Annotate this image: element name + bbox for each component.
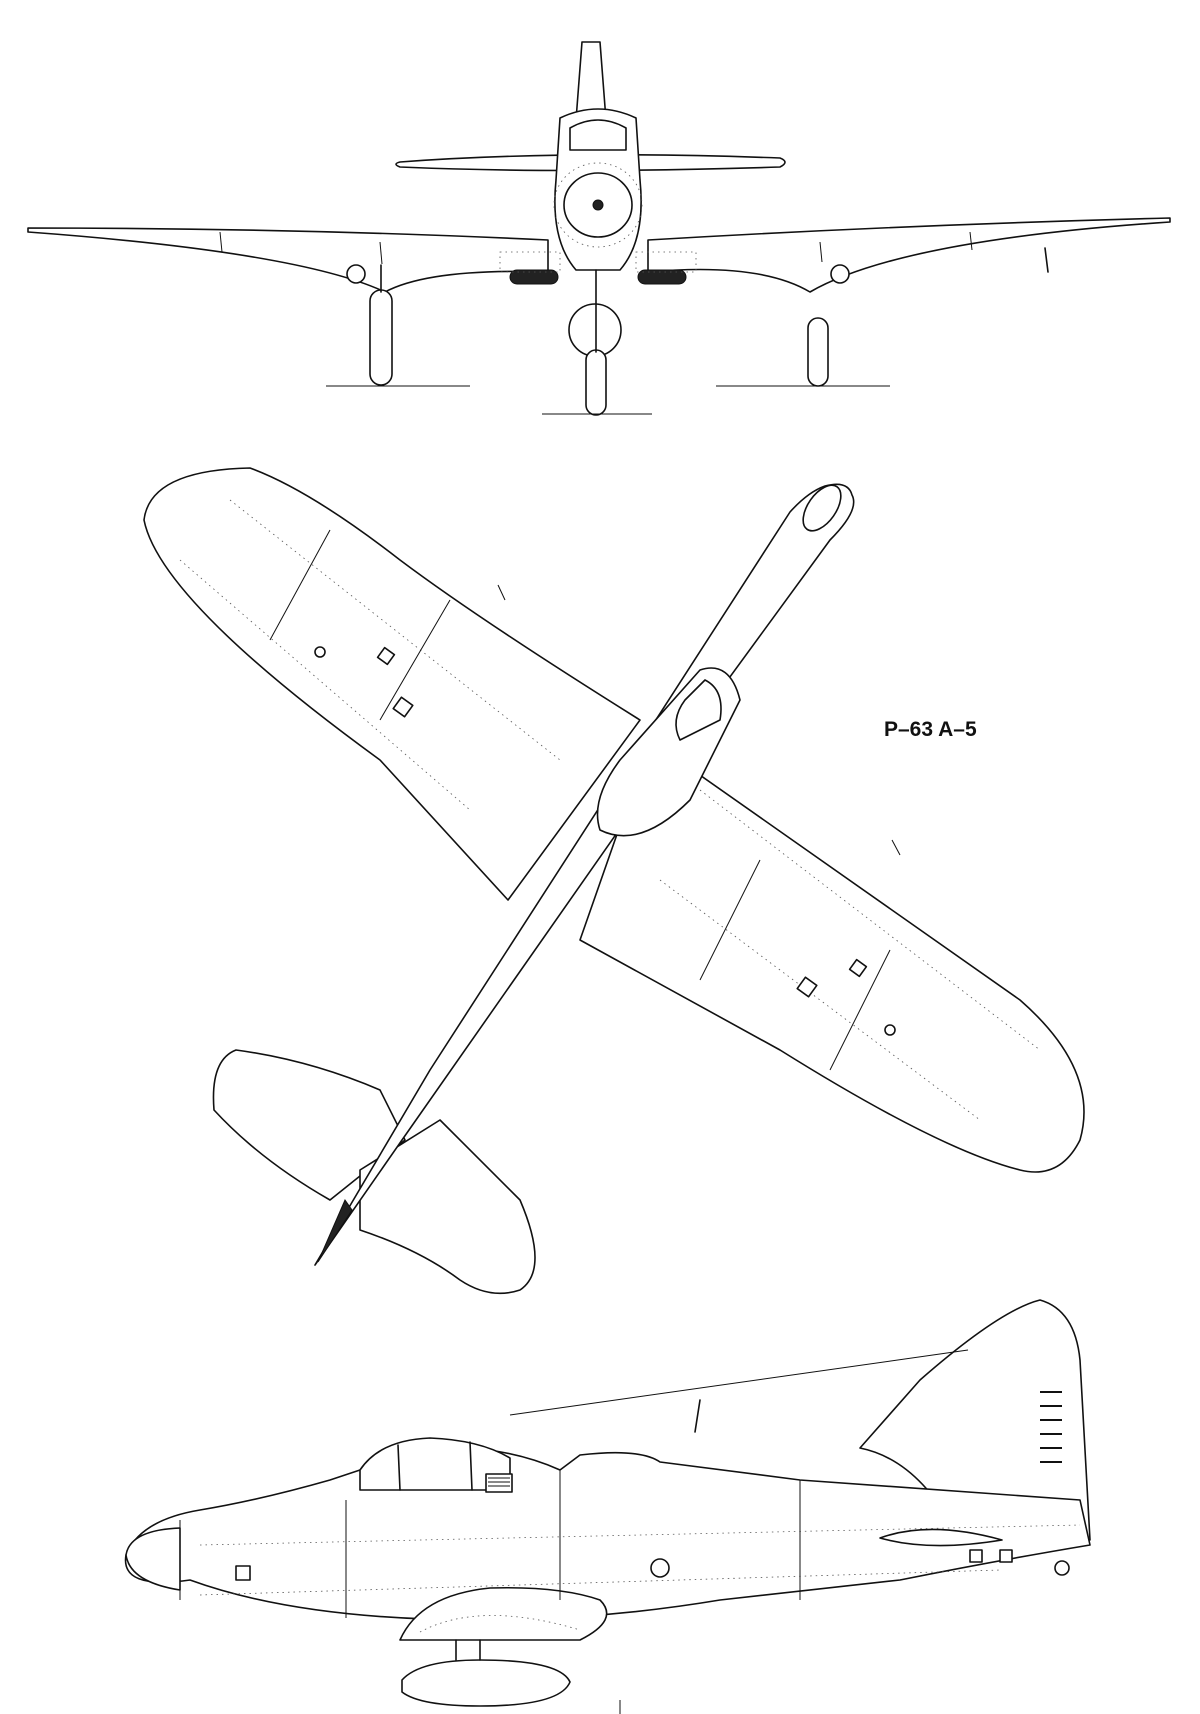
- right-intake: [637, 269, 687, 285]
- side-view: [124, 1299, 1091, 1714]
- propeller-hub: [592, 199, 604, 211]
- canopy-front: [569, 119, 627, 151]
- top-view: [143, 467, 1085, 1295]
- side-tailplane: [879, 1528, 1003, 1547]
- top-left-wing: [143, 467, 641, 901]
- antenna-wire: [509, 1349, 969, 1416]
- side-spinner: [125, 1527, 181, 1591]
- nose-wheel-door: [568, 303, 622, 357]
- right-main-wheel-ghost: [807, 317, 829, 387]
- aircraft-designation: P–63 A–5: [884, 718, 977, 741]
- left-main-wheel: [369, 289, 393, 386]
- top-canopy: [596, 667, 741, 837]
- tail-cone: [317, 1198, 353, 1263]
- front-view: [27, 41, 1171, 416]
- top-left-tailplane: [212, 1049, 406, 1201]
- left-intake: [509, 269, 559, 285]
- drop-tank: [401, 1659, 571, 1707]
- left-wing: [27, 227, 549, 293]
- top-right-tailplane: [359, 1119, 536, 1295]
- top-spinner: [802, 484, 842, 532]
- exhaust-grille: [485, 1473, 513, 1493]
- right-wing: [647, 217, 1171, 293]
- top-right-wing: [579, 739, 1085, 1173]
- side-wing-root: [399, 1586, 608, 1641]
- nose-wheel: [585, 349, 607, 416]
- side-fin: [859, 1299, 1091, 1541]
